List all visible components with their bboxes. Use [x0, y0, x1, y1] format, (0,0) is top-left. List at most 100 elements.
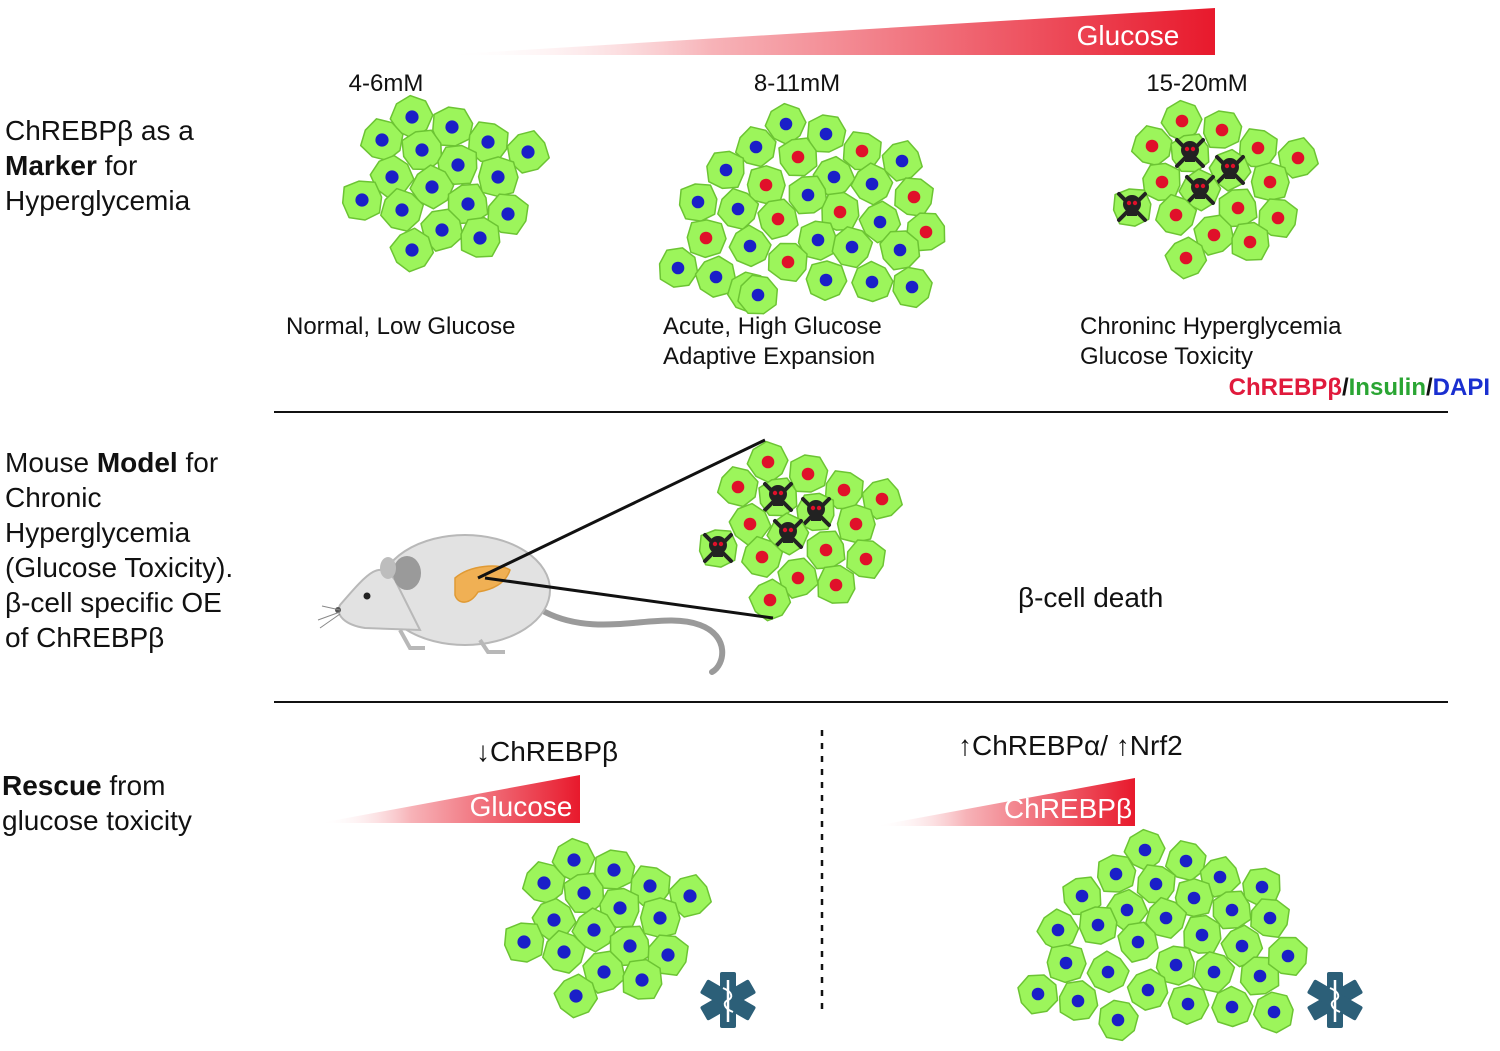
chrebpb-nucleus	[791, 571, 805, 585]
dapi-nucleus	[567, 853, 581, 867]
dapi-nucleus	[1225, 903, 1239, 917]
dapi-nucleus	[1159, 911, 1173, 925]
cluster-mouse-islet	[698, 440, 903, 622]
dapi-nucleus	[865, 177, 879, 191]
chrebpb-nucleus	[819, 543, 833, 557]
chrebpb-nucleus	[907, 190, 921, 204]
zoom-line-bottom	[484, 576, 774, 620]
chrebpb-nucleus	[1179, 251, 1193, 265]
row3-title-bold: Rescue	[2, 770, 102, 801]
dapi-nucleus	[751, 288, 765, 302]
caption-acute-2: Adaptive Expansion	[663, 343, 876, 370]
dapi-nucleus	[719, 163, 733, 177]
caption-acute-1: Acute, High Glucose	[663, 313, 882, 340]
dapi-nucleus	[355, 193, 369, 207]
cluster-normal-cells	[341, 94, 550, 273]
row1-title-pre: ChREBPβ as a	[5, 115, 194, 146]
row2-title-line: of ChREBPβ	[5, 622, 165, 653]
chrebpb-nucleus	[1231, 201, 1245, 215]
dapi-nucleus	[635, 973, 649, 987]
legend-insulin: Insulin	[1348, 374, 1426, 401]
dapi-nucleus	[517, 935, 531, 949]
chrebpb-nucleus	[875, 492, 889, 506]
row1-title-line3: Hyperglycemia	[5, 185, 191, 216]
dapi-nucleus	[1051, 923, 1065, 937]
dapi-nucleus	[1179, 854, 1193, 868]
rescue-right-label: ↑ChREBPα/ ↑Nrf2	[958, 730, 1183, 761]
chrebpb-nucleus	[829, 578, 843, 592]
dapi-nucleus	[1031, 987, 1045, 1001]
dapi-nucleus	[577, 886, 591, 900]
dapi-nucleus	[865, 275, 879, 289]
dapi-nucleus	[445, 120, 459, 134]
caption-chronic-1: Chroninc Hyperglycemia	[1080, 313, 1342, 340]
dapi-nucleus	[893, 243, 907, 257]
row2-title-line: β-cell specific OE	[5, 587, 222, 618]
dapi-nucleus	[1207, 965, 1221, 979]
rescue-right-ramp-label: ChREBPβ	[1004, 793, 1132, 824]
row3-title-post: from	[109, 770, 166, 801]
chrebpb-nucleus	[763, 593, 777, 607]
dapi-nucleus	[623, 939, 637, 953]
dapi-nucleus	[1091, 918, 1105, 932]
chrebpb-ramp-right	[875, 778, 1135, 826]
row2-title-line: (Glucose Toxicity).	[5, 552, 234, 583]
row1-title-bold: Marker	[5, 150, 97, 181]
dapi-nucleus	[827, 170, 841, 184]
chrebpb-nucleus	[1251, 141, 1265, 155]
concentration-low: 4-6mM	[348, 70, 424, 97]
chrebpb-nucleus	[1271, 211, 1285, 225]
dapi-nucleus	[607, 863, 621, 877]
chrebpb-nucleus	[1207, 228, 1221, 242]
dapi-nucleus	[521, 145, 535, 159]
dapi-nucleus	[1225, 1000, 1239, 1014]
dapi-nucleus	[1111, 1013, 1125, 1027]
stain-legend: ChREBPβ/Insulin/DAPI	[1229, 374, 1490, 402]
chrebpb-nucleus	[837, 483, 851, 497]
dapi-nucleus	[905, 280, 919, 294]
dapi-nucleus	[683, 889, 697, 903]
dapi-nucleus	[1181, 997, 1195, 1011]
rescue-left-ramp-label: Glucose	[470, 791, 573, 822]
chrebpb-nucleus	[781, 255, 795, 269]
cluster-rescue-right	[1017, 828, 1308, 1042]
dapi-nucleus	[435, 223, 449, 237]
dapi-nucleus	[613, 901, 627, 915]
dapi-nucleus	[569, 989, 583, 1003]
dapi-nucleus	[1071, 994, 1085, 1008]
dapi-nucleus	[1169, 958, 1183, 972]
dapi-nucleus	[1267, 1005, 1281, 1019]
chrebpb-nucleus	[1291, 151, 1305, 165]
dapi-nucleus	[1263, 911, 1277, 925]
dapi-nucleus	[1075, 889, 1089, 903]
chrebpb-nucleus	[1145, 139, 1159, 153]
chrebpb-nucleus	[755, 550, 769, 564]
dapi-nucleus	[405, 110, 419, 124]
chrebpb-nucleus	[1215, 123, 1229, 137]
row1-title-post: for	[104, 150, 138, 181]
dapi-nucleus	[557, 945, 571, 959]
concentration-mid: 8-11mM	[753, 70, 841, 97]
dapi-nucleus	[415, 143, 429, 157]
dapi-nucleus	[1149, 877, 1163, 891]
chrebpb-nucleus	[759, 178, 773, 192]
glucose-ramp-top	[440, 8, 1215, 55]
cluster-acute-cells	[658, 102, 946, 315]
dapi-nucleus	[743, 239, 757, 253]
dapi-nucleus	[1131, 935, 1145, 949]
legend-dapi: DAPI	[1432, 374, 1490, 401]
star-of-life-icon	[698, 970, 758, 1030]
dapi-nucleus	[643, 879, 657, 893]
dapi-nucleus	[1281, 949, 1295, 963]
dapi-nucleus	[491, 170, 505, 184]
chrebpb-nucleus	[1263, 175, 1277, 189]
dapi-nucleus	[587, 923, 601, 937]
dapi-nucleus	[1187, 891, 1201, 905]
dapi-nucleus	[461, 197, 475, 211]
chrebpb-nucleus	[771, 212, 785, 226]
chrebpb-nucleus	[801, 467, 815, 481]
chrebpb-nucleus	[849, 517, 863, 531]
concentration-high: 15-20mM	[1146, 70, 1248, 97]
dapi-nucleus	[375, 133, 389, 147]
